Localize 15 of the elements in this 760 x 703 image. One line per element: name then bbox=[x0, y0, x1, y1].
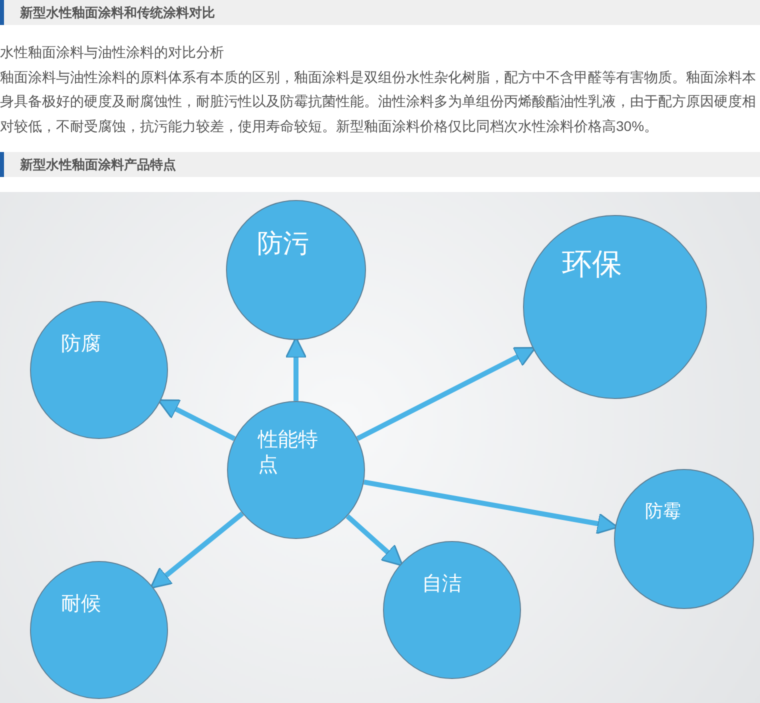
arrow bbox=[356, 346, 536, 441]
circle-label: 自洁 bbox=[422, 572, 462, 597]
arrow bbox=[150, 512, 244, 589]
circle-label: 防霉 bbox=[645, 500, 681, 522]
circle-label: 环保 bbox=[562, 247, 622, 283]
section-header: 新型水性釉面涂料产品特点 bbox=[0, 152, 760, 177]
paragraph-text: 釉面涂料与油性涂料的原料体系有本质的区别，釉面涂料是双组份水性杂化树脂，配方中不含甲醛等有害物质。釉面涂料本身具备极好的硬度及耐腐蚀性，耐脏污性以及防霉抗菌性能。油性涂料多为单组份丙烯酸酯油性乳液，由于配方原因硬度相对较低，不耐受腐蚀，抗污能力较差，使用寿命较短。新型釉面涂料价格仅比同档次水性涂料价格高30%。 bbox=[0, 68, 757, 136]
subheading-text: 水性釉面涂料与油性涂料的对比分析 bbox=[0, 43, 225, 62]
circle-label: 耐候 bbox=[61, 592, 101, 617]
circle-label: 防腐 bbox=[61, 332, 101, 357]
arrow bbox=[158, 399, 236, 441]
circle-label: 性能特点 bbox=[258, 428, 319, 478]
arrow bbox=[346, 514, 404, 566]
circle-label: 防污 bbox=[257, 227, 309, 260]
section-header: 新型水性釉面涂料和传统涂料对比 bbox=[0, 0, 760, 25]
